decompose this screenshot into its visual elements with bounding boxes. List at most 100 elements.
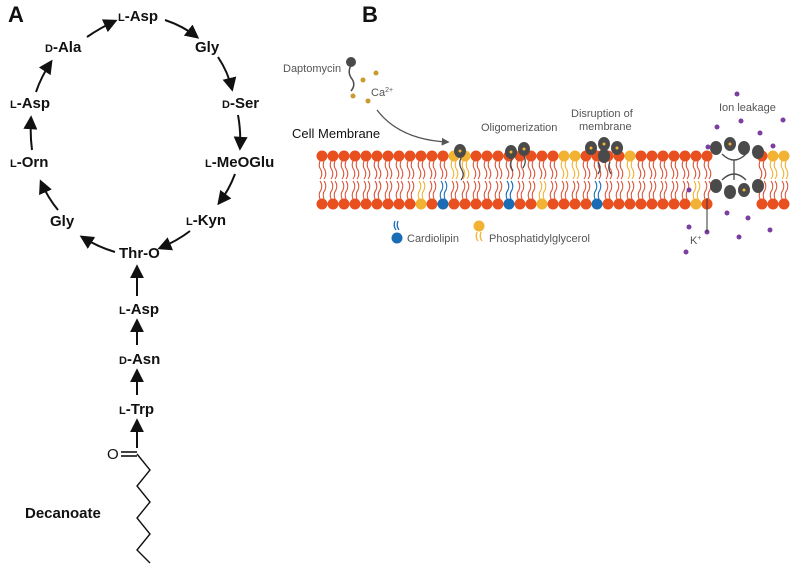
lipid-tail [516, 160, 525, 180]
lipid-head [316, 150, 328, 162]
lipid-tail [560, 160, 569, 180]
lipid-tail [472, 180, 481, 200]
ring-residue-2-name: Gly [195, 39, 220, 56]
ring-residue-1-name: -Asp [125, 8, 158, 25]
lipid-head [481, 198, 493, 210]
lipid-tail [461, 160, 470, 180]
lipid-head [536, 150, 548, 162]
lipid-tail [560, 180, 569, 200]
ring-arrow-10 [86, 19, 118, 38]
lipid-head [514, 198, 526, 210]
carbonyl-oxygen: O [107, 446, 119, 463]
legend-cardiolipin-label: Cardiolipin [407, 233, 459, 245]
chain-residue-1-prefix: L [119, 305, 126, 317]
ring-residue-5-prefix: L [186, 216, 193, 228]
lipid-tail [494, 180, 503, 200]
lipid-tail [351, 180, 360, 200]
lipid-head [349, 198, 361, 210]
lipid-tail [538, 160, 547, 180]
lipid-head [426, 198, 438, 210]
lipid-head [536, 198, 548, 210]
lipid-tail [406, 160, 415, 180]
daptomycin-inserted [454, 137, 764, 199]
lipid-head [393, 198, 405, 210]
lipid-head [360, 150, 372, 162]
lipid-tail [615, 180, 624, 200]
ring-residue-9-name: -Asp [17, 95, 50, 112]
lipid-tail [516, 180, 525, 200]
ring-arrow-2 [217, 56, 237, 92]
ring-residue-7-name: Gly [50, 213, 75, 230]
lipid-bilayer [316, 150, 790, 210]
lipid-tail [692, 180, 701, 200]
chain-residue-2: D-Asn [119, 351, 160, 368]
chain-residue-2-name: -Asn [127, 351, 160, 368]
lipid-head [503, 198, 515, 210]
ring-arrows [23, 19, 248, 253]
lipid-head [437, 150, 449, 162]
panel-a-letter: A [8, 2, 24, 27]
oligomerization-label: Oligomerization [481, 122, 557, 134]
calcium-label: Ca2+ [371, 87, 393, 99]
lipid-head [470, 198, 482, 210]
lipid-head [668, 150, 680, 162]
lipid-head [558, 150, 570, 162]
ring-residue-7: Gly [50, 213, 75, 230]
lipid-tail [340, 180, 349, 200]
lipid-head [338, 150, 350, 162]
ring-arrow-8 [23, 115, 38, 151]
lipid-tail [703, 180, 712, 200]
lipid-tail [549, 160, 558, 180]
lipid-head [327, 150, 339, 162]
chain-residue-3-name: -Trp [126, 401, 154, 418]
calcium-ions [350, 70, 379, 104]
dapto-monomer-1 [454, 144, 466, 181]
lipid-tail [780, 160, 789, 180]
lipid-tail [670, 180, 679, 200]
lipid-tail [703, 160, 712, 180]
ring-arrow-7 [39, 179, 59, 211]
dapto-pore [710, 137, 764, 199]
lipid-head [646, 150, 658, 162]
lipid-head [635, 150, 647, 162]
lipid-tail [604, 180, 613, 200]
lipid-head [360, 198, 372, 210]
lipid-tail [417, 180, 426, 200]
ring-residues: L-Asp Gly D-Ser L-MeOGlu L-Kyn Thr-O Gly… [10, 8, 274, 262]
decanoate-label: Decanoate [25, 505, 101, 522]
lipid-head [624, 198, 636, 210]
lipid-tail [406, 180, 415, 200]
lipid-tail [417, 160, 426, 180]
carbonyl-bond [121, 451, 137, 457]
lipid-tail [384, 160, 393, 180]
lipid-tail [648, 180, 657, 200]
lipid-head [415, 198, 427, 210]
panel-a: A L-Asp Gly D-Ser L-MeOGlu L-Kyn Thr-O G… [8, 2, 274, 564]
lipid-head [371, 198, 383, 210]
lipid-tail [483, 180, 492, 200]
lipid-tail [494, 160, 503, 180]
linear-chain: L-Asp D-Asn L-Trp [119, 301, 160, 418]
lipid-head [470, 150, 482, 162]
lipid-head [558, 198, 570, 210]
lipid-tail [670, 160, 679, 180]
panel-b: B Daptomycin Ca2+ Cell Membrane Oligomer… [283, 2, 790, 255]
lipid-tail [758, 160, 767, 180]
ring-arrow-6 [79, 235, 116, 253]
lipid-tail [428, 160, 437, 180]
lipid-tail [329, 180, 338, 200]
lipid-head [668, 198, 680, 210]
lipid-head [767, 198, 779, 210]
dapto-oligomer [505, 142, 530, 172]
lipid-tail [318, 160, 327, 180]
lipid-tail [615, 160, 624, 180]
ring-residue-3: D-Ser [222, 95, 259, 112]
lipid-tail [384, 180, 393, 200]
lipid-head [426, 150, 438, 162]
lipid-head [404, 150, 416, 162]
lipid-head [580, 198, 592, 210]
ring-arrow-9 [35, 59, 53, 93]
lipid-tail [351, 160, 360, 180]
lipid-tail [450, 180, 459, 200]
